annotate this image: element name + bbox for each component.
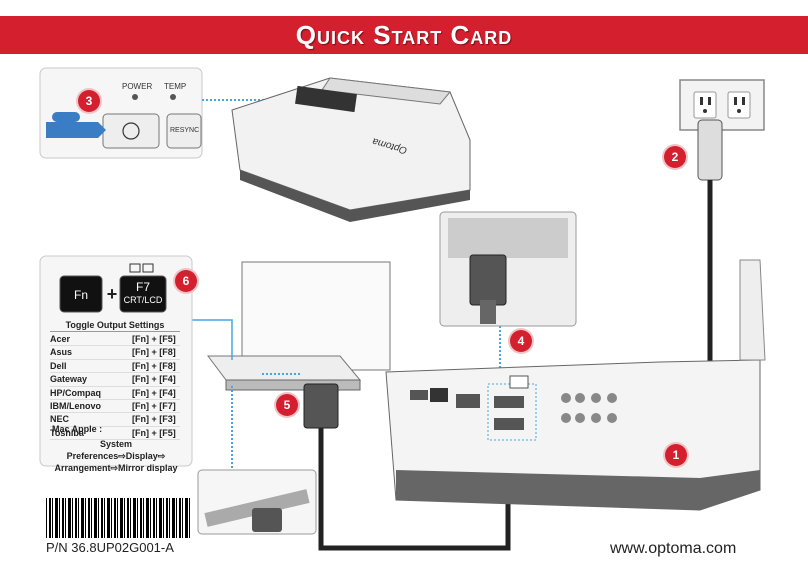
f7-key-sublabel: CRT/LCD [123,295,163,305]
resync-button-label: RESYNC [170,127,200,134]
fn-key [59,275,103,313]
table-row: HP/Compaq[Fn] + [F4] [50,387,180,401]
toggle-output-table: Toggle Output Settings Acer[Fn] + [F5] A… [50,320,180,441]
projector-top [231,77,471,222]
control-panel [39,67,203,159]
laptop-ports-closeup [197,469,317,535]
temp-led-label: TEMP [164,82,187,91]
table-row: Dell[Fn] + [F8] [50,360,180,374]
vga-closeup [439,211,577,327]
step-6-badge: 6 [175,270,197,292]
page-title: Quick Start Card [295,20,513,50]
step-1-badge: 1 [665,444,687,466]
website-url: www.optoma.com [610,540,737,557]
step-4-badge: 4 [510,330,532,352]
mac-label: Mac Apple : [52,424,103,434]
f7-key-label: F7 [135,280,150,294]
table-row: Acer[Fn] + [F5] [50,333,180,347]
table-row: Toshiba[Fn] + [F5] [50,427,180,441]
projector-rear [385,259,766,511]
barcode [46,498,192,538]
f7-key [119,275,167,313]
fn-key-label: Fn [73,288,88,302]
table-row: IBM/Lenovo[Fn] + [F7] [50,400,180,414]
mac-instructions-line1: System Preferences⇨Display⇨ [66,439,166,461]
step-3-badge: 3 [78,90,100,112]
laptop [207,261,391,391]
table-row: Gateway[Fn] + [F4] [50,373,180,387]
power-led-label: POWER [122,82,153,91]
plus-sign: + [106,284,118,304]
step-5-badge: 5 [276,394,298,416]
title-banner: Quick Start Card [0,16,808,54]
mac-instructions: System Preferences⇨Display⇨ Arrangement⇨… [52,438,180,474]
table-row: NEC[Fn] + [F3] [50,413,180,427]
part-number: P/N 36.8UP02G001-A [46,540,174,555]
toggle-table-heading: Toggle Output Settings [50,320,180,332]
step-2-badge: 2 [664,146,686,168]
mac-instructions-line2: Arrangement⇨Mirror display [54,463,178,473]
table-row: Asus[Fn] + [F8] [50,346,180,360]
